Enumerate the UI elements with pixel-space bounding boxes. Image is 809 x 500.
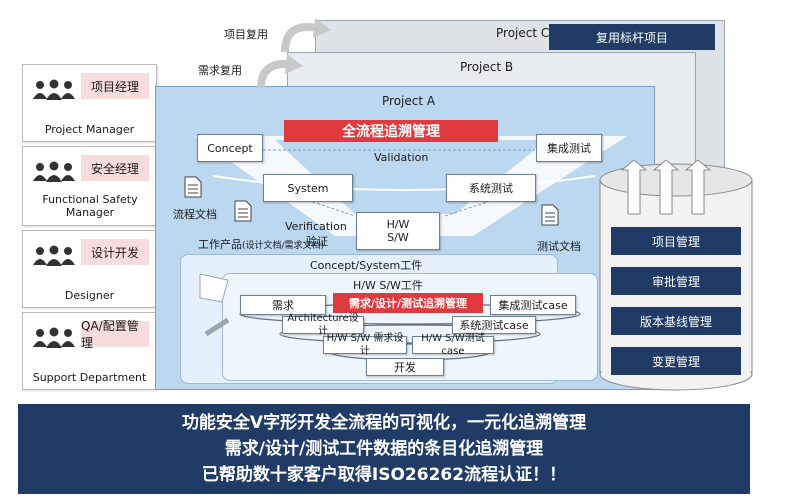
- role-label-en: Functional Safety Manager: [42, 193, 138, 219]
- system-case-box: 系统测试case: [452, 316, 536, 334]
- role-designer: 设计开发 Designer: [22, 230, 157, 308]
- role-label-en: Designer: [64, 289, 115, 302]
- system-box: System: [263, 174, 353, 202]
- project-management-button[interactable]: 项目管理: [611, 227, 741, 255]
- flow-arrows: [199, 273, 230, 337]
- concept-box: Concept: [197, 134, 263, 162]
- summary-line-2: 需求/设计/测试工件数据的条目化追溯管理: [224, 439, 544, 459]
- integration-test-box: 集成测试: [536, 134, 602, 162]
- approval-management-button[interactable]: 审批管理: [611, 267, 741, 295]
- concept-system-artifacts-label: Concept/System工件: [310, 259, 423, 272]
- work-product-text: 工作产品: [198, 238, 242, 251]
- document-icon: [234, 200, 252, 222]
- role-safety-manager: 安全经理 Functional Safety Manager: [22, 146, 157, 226]
- requirement-reuse-label: 需求复用: [198, 64, 242, 77]
- requirement-box: 需求: [240, 295, 326, 315]
- development-box: 开发: [366, 358, 444, 376]
- change-management-button[interactable]: 变更管理: [611, 347, 741, 375]
- verify-cn-label: 验证: [306, 235, 328, 248]
- hwsw-artifacts-label: H/W S/W工件: [353, 279, 423, 292]
- people-icon: [31, 79, 77, 101]
- architecture-box: Architecture设计: [282, 313, 364, 337]
- role-support: QA/配置管理 Support Department: [22, 312, 157, 390]
- people-icon: [31, 327, 77, 349]
- role-label-cn: 安全经理: [81, 155, 149, 181]
- hwsw-test-box: H/W S/W测试case: [412, 333, 494, 357]
- work-product-label: 工作产品(设计文档/需求文档): [198, 236, 324, 252]
- summary-line-3: 已帮助数十家客户取得ISO26262流程认证！！: [201, 465, 567, 485]
- document-icon: [184, 176, 202, 198]
- sw-label: S/W: [387, 231, 409, 244]
- role-project-manager: 项目经理 Project Manager: [22, 64, 157, 142]
- project-b-label: Project B: [460, 60, 514, 74]
- validation-label: Validation: [374, 151, 429, 164]
- hw-label: H/W: [386, 218, 410, 231]
- benchmark-project-badge: 复用标杆项目: [549, 24, 715, 50]
- hw-sw-box: H/W S/W: [356, 212, 440, 250]
- role-label-en: Project Manager: [44, 123, 135, 136]
- hwsw-requirement-box: H/W S/W 需求设计: [323, 333, 407, 357]
- role-label-cn: QA/配置管理: [81, 319, 149, 350]
- full-traceability-banner: 全流程追溯管理: [284, 120, 498, 142]
- integration-case-box: 集成测试case: [490, 295, 576, 315]
- summary-line-1: 功能安全V字形开发全流程的可视化，一元化追溯管理: [181, 413, 587, 433]
- people-icon: [31, 245, 77, 267]
- process-doc-label: 流程文档: [173, 208, 217, 221]
- system-test-box: 系统测试: [446, 174, 536, 202]
- people-icon: [31, 161, 77, 183]
- document-icon: [541, 204, 559, 226]
- verification-label: Verification: [285, 220, 347, 233]
- project-reuse-label: 项目复用: [224, 28, 268, 41]
- reuse-arrows: [257, 18, 331, 89]
- role-label-cn: 项目经理: [81, 73, 149, 99]
- project-c-label: Project C: [496, 26, 550, 40]
- role-label-en: Support Department: [32, 371, 147, 384]
- baseline-management-button[interactable]: 版本基线管理: [611, 307, 741, 335]
- test-doc-label: 测试文档: [537, 240, 581, 253]
- work-product-note: (设计文档/需求文档): [242, 241, 325, 251]
- summary-banner: 功能安全V字形开发全流程的可视化，一元化追溯管理 需求/设计/测试工件数据的条目…: [18, 404, 750, 494]
- role-label-cn: 设计开发: [81, 239, 149, 265]
- sync-arrows-icon: [620, 160, 712, 215]
- project-a-label: Project A: [382, 94, 436, 108]
- trace-banner: 需求/设计/测试追溯管理: [333, 293, 483, 313]
